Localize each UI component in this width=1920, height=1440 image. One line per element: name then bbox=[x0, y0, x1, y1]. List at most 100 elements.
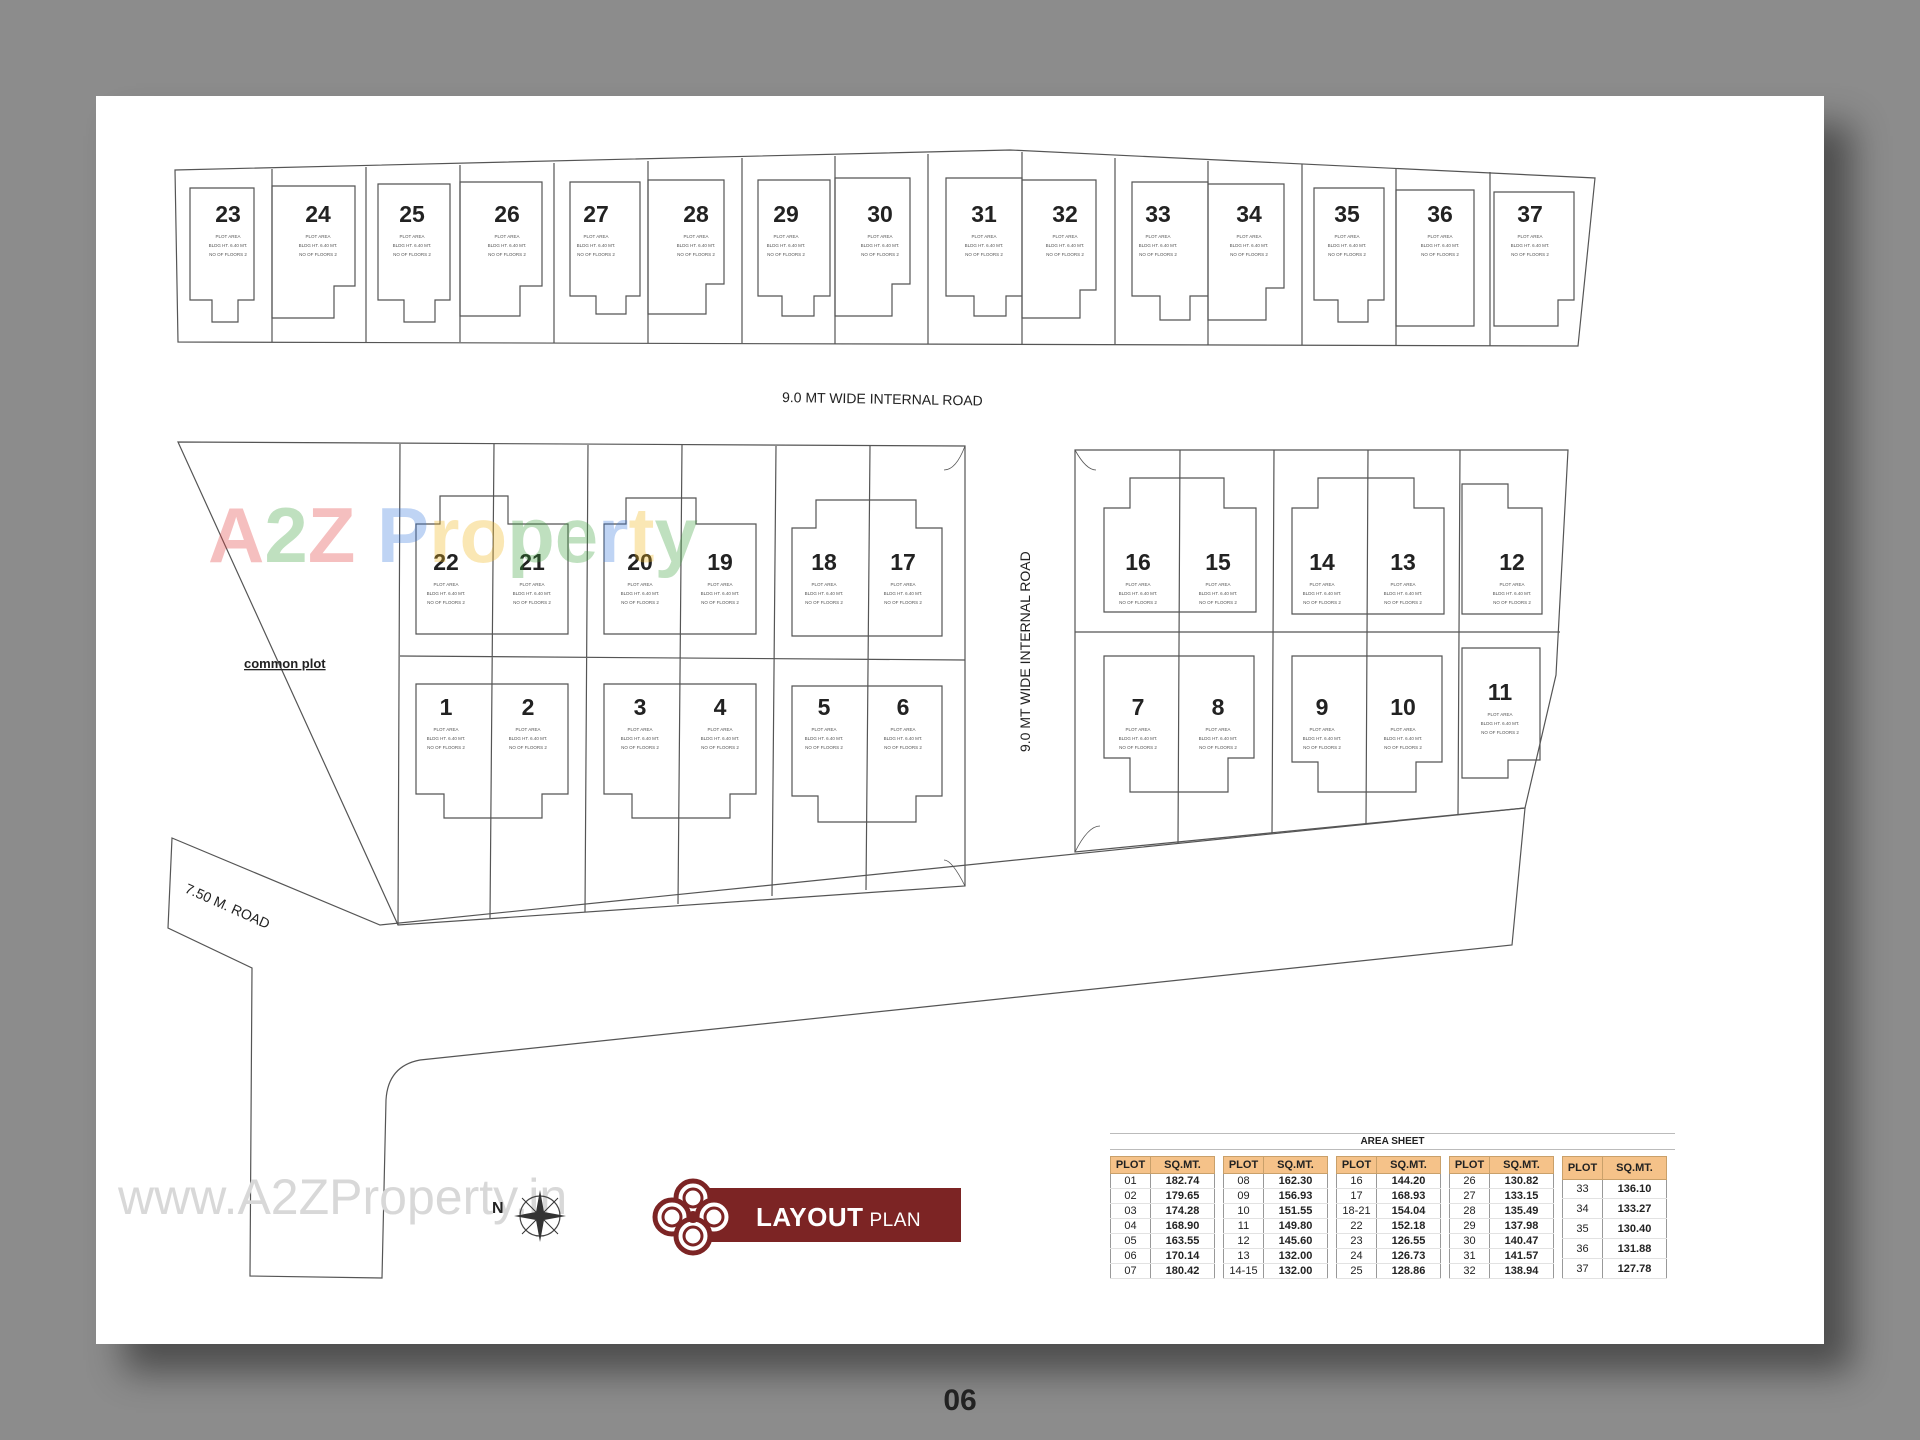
plot-note: PLOT AREA bbox=[1126, 582, 1151, 587]
plot-note: PLOT AREA bbox=[1310, 727, 1335, 732]
plot-note: NO OF FLOORS 2 bbox=[621, 600, 659, 605]
plot-note: NO OF FLOORS 2 bbox=[1046, 252, 1084, 257]
plot-cell: 03 bbox=[1110, 1203, 1151, 1219]
page-number: 06 bbox=[943, 1384, 977, 1417]
plot-note: NO OF FLOORS 2 bbox=[1139, 252, 1177, 257]
area-cell: 154.04 bbox=[1376, 1203, 1441, 1219]
plot-number: 28 bbox=[683, 201, 709, 227]
plot-note: PLOT AREA bbox=[584, 234, 609, 239]
plot-note: BLDG HT. 6.40 MT. bbox=[1384, 736, 1423, 741]
watermark-logo-part: P bbox=[355, 491, 430, 579]
plot-note: PLOT AREA bbox=[812, 727, 837, 732]
plot-note: BLDG HT. 6.40 MT. bbox=[1199, 591, 1238, 596]
plot-note: NO OF FLOORS 2 bbox=[621, 745, 659, 750]
plot-number: 21 bbox=[519, 549, 545, 575]
plot-cell: 29 bbox=[1449, 1218, 1490, 1234]
plot-number: 34 bbox=[1236, 201, 1262, 227]
plot-cell: 37 bbox=[1562, 1258, 1603, 1279]
plot-note: NO OF FLOORS 2 bbox=[965, 252, 1003, 257]
plot-note: NO OF FLOORS 2 bbox=[701, 745, 739, 750]
plot-number: 3 bbox=[634, 694, 647, 720]
area-cell: 145.60 bbox=[1263, 1233, 1328, 1249]
plot-note: PLOT AREA bbox=[434, 727, 459, 732]
compass-rose-icon bbox=[514, 1190, 566, 1242]
plot-note: BLDG HT. 6.40 MT. bbox=[884, 736, 923, 741]
plot-note: BLDG HT. 6.40 MT. bbox=[1119, 591, 1158, 596]
area-sheet-title: AREA SHEET bbox=[1110, 1133, 1675, 1150]
watermark-logo-part: y bbox=[654, 491, 698, 579]
area-cell: 179.65 bbox=[1150, 1188, 1215, 1204]
plot-number: 11 bbox=[1488, 679, 1513, 705]
banner-title-bold: LAYOUT bbox=[756, 1202, 864, 1232]
plot-note: NO OF FLOORS 2 bbox=[577, 252, 615, 257]
plot-note: NO OF FLOORS 2 bbox=[427, 600, 465, 605]
plot-note: PLOT AREA bbox=[1237, 234, 1262, 239]
banner-title-light: PLAN bbox=[869, 1210, 922, 1231]
flower-logo-icon bbox=[652, 1178, 734, 1256]
area-cell: 130.82 bbox=[1489, 1173, 1554, 1189]
plot-number: 13 bbox=[1390, 549, 1416, 575]
plot-note: NO OF FLOORS 2 bbox=[427, 745, 465, 750]
area-cell: 168.90 bbox=[1150, 1218, 1215, 1234]
plot-cell: 09 bbox=[1223, 1188, 1264, 1204]
plot-number: 25 bbox=[399, 201, 425, 227]
plot-number: 29 bbox=[773, 201, 799, 227]
area-cell: 156.93 bbox=[1263, 1188, 1328, 1204]
plot-note: BLDG HT. 6.40 MT. bbox=[209, 243, 248, 248]
plot-note: NO OF FLOORS 2 bbox=[1493, 600, 1531, 605]
plot-cell: 14-15 bbox=[1223, 1263, 1264, 1279]
plot-note: PLOT AREA bbox=[216, 234, 241, 239]
plot-number: 10 bbox=[1390, 694, 1416, 720]
area-cell: 128.86 bbox=[1376, 1263, 1441, 1279]
watermark-logo-part: t bbox=[628, 491, 655, 579]
plot-number: 23 bbox=[215, 201, 241, 227]
plot-number: 2 bbox=[522, 694, 535, 720]
area-cell: 180.42 bbox=[1150, 1263, 1215, 1279]
plot-cell: 30 bbox=[1449, 1233, 1490, 1249]
plot-number: 16 bbox=[1125, 549, 1151, 575]
plot-header: PLOT bbox=[1110, 1156, 1151, 1174]
plot-note: BLDG HT. 6.40 MT. bbox=[701, 736, 740, 741]
area-cell: 162.30 bbox=[1263, 1173, 1328, 1189]
area-cell: 174.28 bbox=[1150, 1203, 1215, 1219]
plot-note: NO OF FLOORS 2 bbox=[1199, 745, 1237, 750]
plot-note: PLOT AREA bbox=[812, 582, 837, 587]
area-cell: 152.18 bbox=[1376, 1218, 1441, 1234]
plot-number: 18 bbox=[811, 549, 837, 575]
plot-note: BLDG HT. 6.40 MT. bbox=[509, 736, 548, 741]
plot-note: PLOT AREA bbox=[891, 727, 916, 732]
plot-number: 7 bbox=[1132, 694, 1145, 720]
area-header: SQ.MT. bbox=[1376, 1156, 1441, 1174]
plot-note: PLOT AREA bbox=[891, 582, 916, 587]
plot-note: BLDG HT. 6.40 MT. bbox=[701, 591, 740, 596]
area-cell: 151.55 bbox=[1263, 1203, 1328, 1219]
plot-note: PLOT AREA bbox=[708, 727, 733, 732]
plot-cell: 35 bbox=[1562, 1218, 1603, 1240]
plot-note: PLOT AREA bbox=[495, 234, 520, 239]
plot-cell: 13 bbox=[1223, 1248, 1264, 1264]
